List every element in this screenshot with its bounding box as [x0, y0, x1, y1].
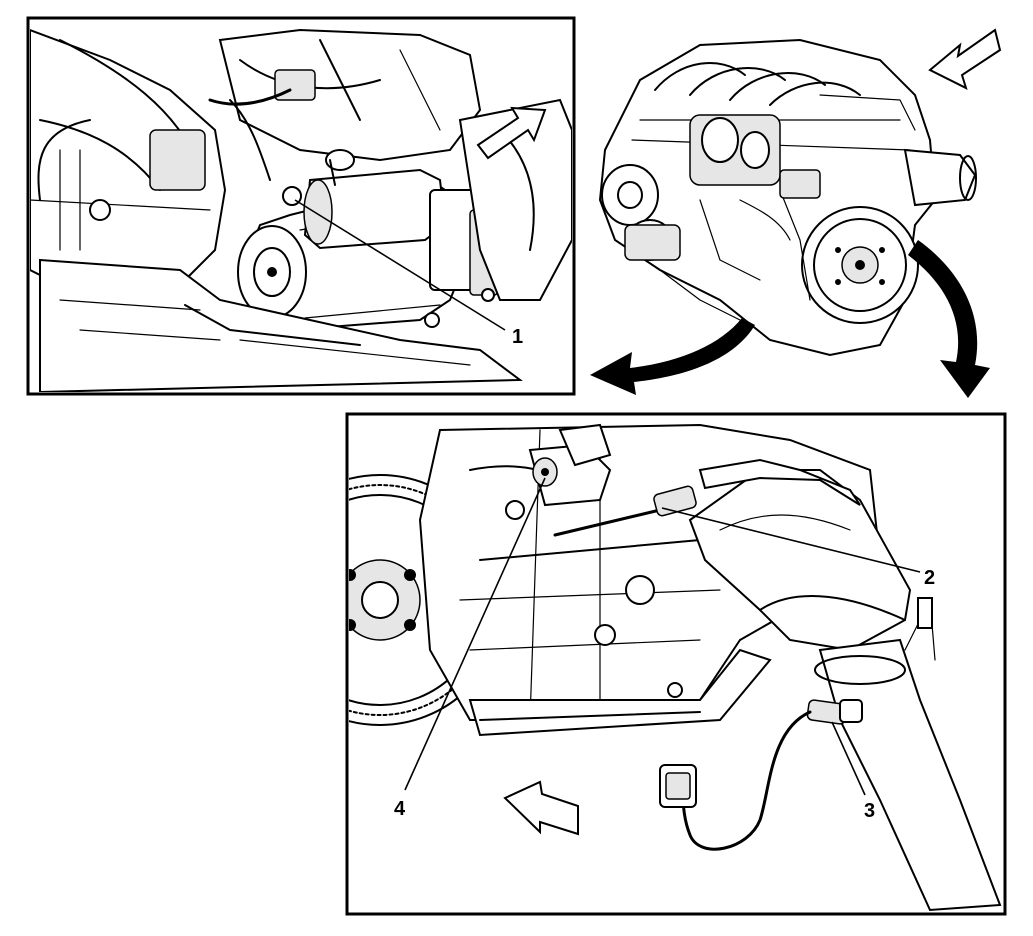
callout-4: 4 [394, 798, 406, 820]
detail-view-starter: 1 [26, 16, 576, 396]
callout-1: 1 [512, 326, 523, 348]
curved-arrow-icon-right [908, 240, 990, 398]
detail-view-exhaust: 2 3 4 [345, 412, 1007, 916]
hollow-arrow-icon-top-right [928, 28, 1002, 90]
leader-line-1 [294, 199, 506, 331]
hollow-arrow-icon-frame-a [476, 106, 547, 160]
callout-2: 2 [924, 567, 935, 589]
leader-line-2 [661, 507, 921, 573]
engine-overview [598, 38, 977, 357]
curved-arrow-icon-left [590, 318, 755, 395]
hollow-arrow-icon-frame-b [503, 780, 579, 836]
leader-line-4 [404, 477, 546, 791]
callout-3: 3 [864, 800, 875, 822]
leader-line-3 [831, 721, 866, 796]
